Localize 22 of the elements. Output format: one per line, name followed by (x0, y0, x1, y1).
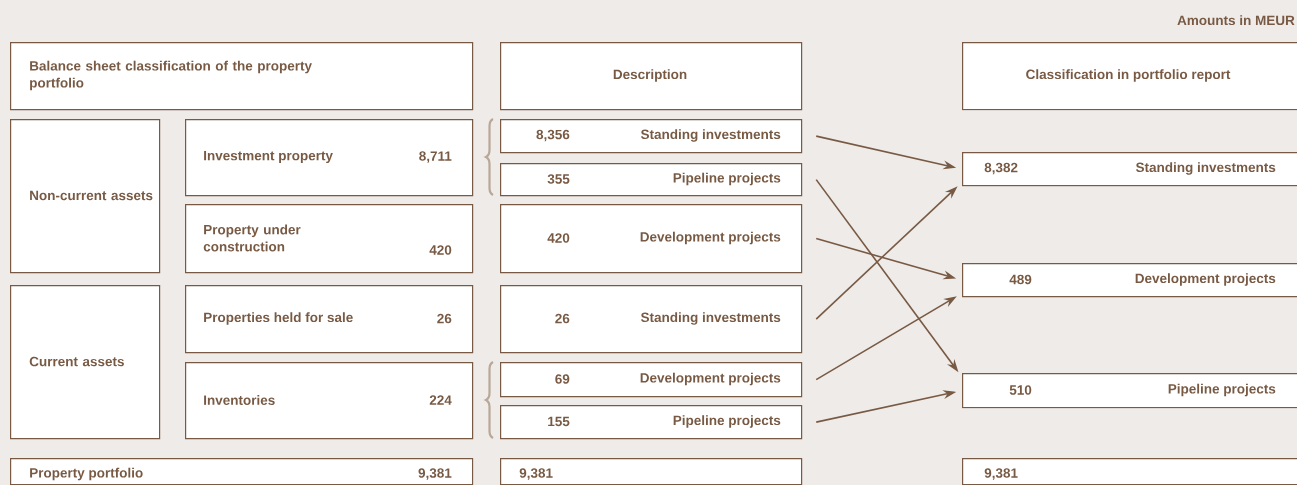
description-box: 355 Pipeline projects (500, 163, 803, 197)
total-box: 9,381 (962, 458, 1297, 485)
description-box: 420 Development projects (500, 204, 803, 274)
classification-box: 489 Development projects (962, 263, 1297, 298)
item-box: Properties held for sale 26 (185, 285, 474, 354)
description-box: 26 Standing investments (500, 285, 803, 354)
item-box: Inventories 224 (185, 362, 474, 440)
total-box: 9,381 (500, 458, 803, 485)
item-box: Property under construction 420 (185, 204, 474, 274)
description-box: 8,356 Standing investments (500, 119, 803, 154)
total-box: Property portfolio 9,381 (10, 458, 474, 485)
description-box: 69 Development projects (500, 362, 803, 398)
item-box: Investment property 8,711 (185, 119, 474, 197)
classification-box: 8,382 Standing investments (962, 152, 1297, 187)
description-box: 155 Pipeline projects (500, 405, 803, 440)
category-box: Non-current assets (10, 119, 161, 274)
header-box: Description (500, 42, 803, 111)
category-box: Current assets (10, 285, 161, 440)
header-box: Classification in portfolio report (962, 42, 1297, 111)
note: Amounts in MEUR (1177, 15, 1295, 26)
header-box: Balance sheet classification of the property portfolio (10, 42, 474, 111)
classification-box: 510 Pipeline projects (962, 373, 1297, 409)
